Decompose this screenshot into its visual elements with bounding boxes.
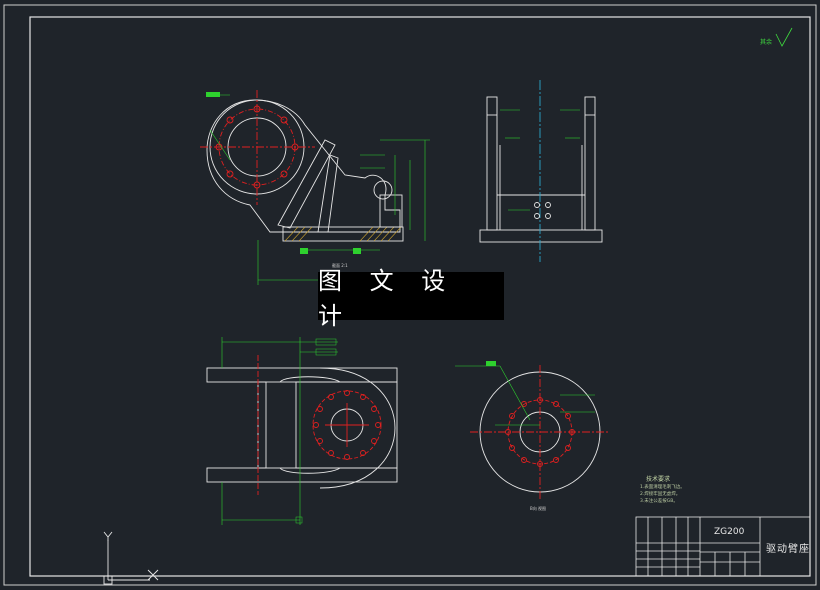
front-view: [200, 90, 430, 285]
flange-view: [455, 361, 610, 500]
ucs-axis-icon: [103, 531, 159, 585]
outer-frame: [3, 4, 817, 586]
flange-view-label: B向 视图: [530, 506, 547, 511]
side-view: [479, 80, 603, 262]
title-block: [635, 516, 811, 577]
technical-requirement-item: 2.焊接牢固无虚焊。: [640, 492, 681, 497]
top-view: [206, 337, 398, 525]
roughness-note: 其余: [760, 39, 773, 46]
part-name: 驱动臂座: [766, 544, 810, 555]
technical-requirement-item: 3.未注公差按GB。: [640, 499, 678, 504]
technical-requirements-title: 技术要求: [646, 476, 671, 483]
drawing-code: ZG200: [714, 527, 745, 537]
roughness-symbol-icon: [775, 27, 793, 47]
front-view-label: 截面 2:1: [332, 263, 348, 268]
technical-requirement-item: 1.表面清理毛刺飞边。: [640, 485, 685, 490]
watermark-label: 图 文 设 计: [318, 267, 504, 330]
inner-frame: [29, 16, 811, 577]
